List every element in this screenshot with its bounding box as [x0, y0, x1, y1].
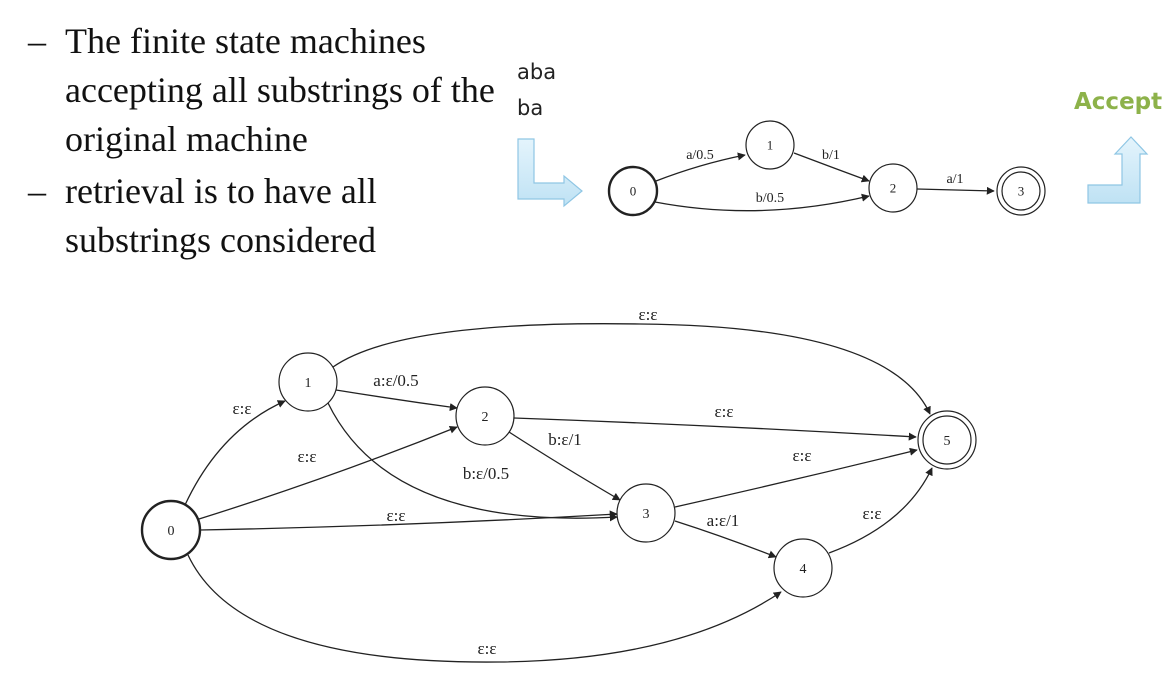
- large-fsm-state-3: 3: [616, 483, 676, 543]
- transition-arrow: [187, 554, 782, 663]
- transition-label: a:ε/0.5: [373, 371, 418, 390]
- transition-label: ε:ε: [792, 446, 811, 465]
- transition-label: ε:ε: [638, 305, 657, 324]
- bullet-dash: –: [28, 171, 46, 211]
- input-string: aba: [517, 60, 557, 84]
- final-state-ring: [922, 415, 972, 465]
- state-label: 5: [944, 434, 951, 449]
- transition-arrow: [674, 520, 777, 559]
- large-fsm-transition-0-3: ε:ε: [199, 506, 618, 531]
- transition-arrow: [198, 425, 458, 520]
- state-label: 4: [800, 562, 807, 577]
- input-string: ba: [517, 96, 544, 120]
- state-label: 1: [767, 138, 774, 153]
- large-fsm-transition-3-4: a:ε/1: [674, 511, 777, 559]
- large-fsm-transition-1-3: b:ε/0.5: [327, 402, 618, 522]
- transition-arrow: [327, 402, 618, 522]
- large-fsm-transition-3-5: ε:ε: [674, 446, 918, 508]
- large-fsm-transition-1-2: a:ε/0.5: [335, 371, 458, 411]
- state-label: 3: [1018, 184, 1025, 199]
- transition-arrow: [199, 510, 618, 531]
- state-label: 3: [643, 507, 650, 522]
- transition-arrow: [916, 186, 995, 195]
- large-fsm-transition-2-3: b:ε/1: [508, 430, 621, 501]
- large-fsm-transition-2-5: ε:ε: [513, 402, 917, 441]
- large-fsm-transition-0-2: ε:ε: [198, 425, 458, 520]
- transition-arrow: [184, 400, 286, 506]
- large-fsm-state-2: 2: [455, 386, 515, 446]
- transition-label: ε:ε: [386, 506, 405, 525]
- state-label: 1: [305, 376, 312, 391]
- transition-arrow: [674, 447, 918, 508]
- transition-arrow: [335, 389, 458, 411]
- transition-label: b:ε/1: [548, 430, 582, 449]
- state-circle: [868, 163, 918, 213]
- small-fsm-state-0: 0: [607, 165, 659, 217]
- transition-arrow: [793, 152, 870, 183]
- small-fsm-transition-1-2: b/1: [793, 148, 870, 183]
- transition-arrow: [654, 193, 870, 212]
- transition-arrow: [828, 467, 933, 554]
- large-fsm-transition-0-1: ε:ε: [184, 399, 286, 506]
- final-state-ring: [1001, 171, 1041, 211]
- transition-label: b/1: [822, 148, 840, 163]
- transition-label: a/1: [946, 172, 963, 187]
- state-circle: [773, 538, 833, 598]
- large-fsm-transition-1-5: ε:ε: [332, 305, 931, 415]
- state-circle: [616, 483, 676, 543]
- input-arrow-icon: [517, 138, 583, 208]
- state-circle: [278, 352, 338, 412]
- state-label: 2: [482, 410, 489, 425]
- small-fsm-state-3: 3: [996, 166, 1046, 216]
- transition-arrow: [508, 431, 621, 501]
- state-circle: [745, 120, 795, 170]
- state-label: 0: [168, 524, 175, 539]
- transition-label: ε:ε: [297, 447, 316, 466]
- small-fsm-state-1: 1: [745, 120, 795, 170]
- accept-arrow-icon: [1087, 136, 1149, 204]
- transition-label: ε:ε: [477, 639, 496, 658]
- transition-arrow: [513, 417, 917, 441]
- large-fsm-state-1: 1: [278, 352, 338, 412]
- transition-label: ε:ε: [714, 402, 733, 421]
- transition-label: ε:ε: [232, 399, 251, 418]
- small-fsm-state-2: 2: [868, 163, 918, 213]
- small-fsm-transition-2-3: a/1: [916, 172, 995, 195]
- large-fsm-transition-0-4: ε:ε: [187, 554, 782, 663]
- state-circle: [455, 386, 515, 446]
- state-circle: [607, 165, 659, 217]
- small-fsm-transition-0-1: a/0.5: [655, 148, 746, 182]
- bullet-text: retrieval is to have all substrings cons…: [65, 171, 377, 260]
- transition-label: b:ε/0.5: [463, 464, 509, 483]
- accept-label: Accept: [1074, 89, 1163, 115]
- large-fsm-state-4: 4: [773, 538, 833, 598]
- small-fsm-transition-0-2: b/0.5: [654, 191, 870, 212]
- state-label: 2: [890, 181, 897, 196]
- transition-label: a/0.5: [686, 148, 714, 163]
- transition-label: a:ε/1: [707, 511, 740, 530]
- transition-arrow: [332, 323, 931, 415]
- bullet-dash: –: [28, 21, 46, 61]
- large-fsm-state-5: 5: [917, 410, 977, 470]
- transition-label: b/0.5: [756, 191, 784, 206]
- large-fsm-state-0: 0: [140, 499, 202, 561]
- state-circle: [140, 499, 202, 561]
- bullet-text: The finite state machines accepting all …: [65, 21, 495, 159]
- state-label: 0: [630, 184, 637, 199]
- transition-arrow: [655, 152, 746, 182]
- large-fsm-transition-4-5: ε:ε: [828, 467, 933, 554]
- transition-label: ε:ε: [862, 504, 881, 523]
